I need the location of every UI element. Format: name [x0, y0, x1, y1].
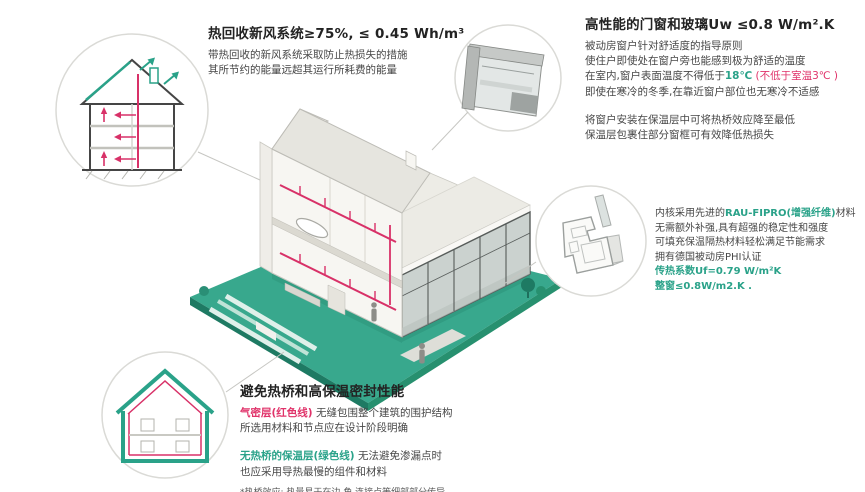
profile-desc-line2: 无需额外补强,具有超强的稳定性和强度	[655, 222, 829, 234]
person-inside	[371, 302, 377, 308]
section-windows-glazing: 高性能的门窗和玻璃Uw ≤0.8 W/m².K 被动房窗户针对舒适度的指导原则 …	[585, 13, 863, 143]
thermal-desc-line4: 也应采用导热最慢的组件和材料	[240, 465, 387, 478]
window-corner-illustration	[454, 24, 562, 132]
ventilation-ducts	[279, 184, 397, 311]
kitchen-counter	[284, 282, 321, 308]
chimney	[405, 150, 417, 171]
window-temp-note: (不低于室温3℃ )	[752, 70, 839, 83]
profile-uf-value: 传热系数Uf=0.79 W/m²K	[655, 266, 782, 277]
thermal-desc-line2: 所选用材料和节点应在设计阶段明确	[240, 422, 408, 435]
ground-hatch	[85, 170, 165, 180]
thermal-bridge-illustration	[101, 351, 229, 479]
window-corner-detail	[461, 43, 545, 117]
hrv-title: 热回收新风系统≥75%, ≤ 0.45 Wh/m³	[208, 26, 465, 42]
window-desc-line5: 将窗户安装在保温层中可将热桥效应降至最低	[585, 113, 795, 126]
airtight-layer-label: 气密层(红色线)	[240, 407, 313, 419]
profile-desc-line3: 可填充保温隔热材料轻松满足节能需求	[655, 237, 825, 248]
bush	[199, 286, 209, 296]
bush	[536, 286, 546, 296]
bathtub	[295, 217, 329, 239]
profile-desc-line4: 拥有德国被动房PHI认证	[655, 251, 762, 263]
duct-and-airflow-arrows	[100, 57, 179, 168]
window-temp-value: 18℃	[724, 70, 753, 83]
hrv-desc-line2: 其所节约的能量远超其运行所耗费的能量	[208, 64, 397, 77]
glass-pane	[594, 194, 612, 228]
window-title: 高性能的门窗和玻璃Uw ≤0.8 W/m².K	[585, 17, 835, 33]
thermal-title: 避免热桥和高保温密封性能	[240, 384, 405, 400]
profile-material-pre: 内核采用先进的	[655, 208, 725, 219]
window-desc-line3: 在室内,窗户表面温度不得低于18℃ (不低于室温3℃ )	[585, 69, 863, 84]
window-desc-line2: 使住户即使处在窗户旁也能感到极为舒适的温度	[585, 55, 806, 68]
window-desc-line1: 被动房窗户针对舒适度的指导原则	[585, 40, 743, 52]
window-profile-section	[562, 194, 624, 274]
cabinet	[327, 284, 346, 316]
profile-desc-line1: 内核采用先进的RAU-FIPRO(增强纤维)材料	[655, 207, 865, 222]
window-profile-illustration	[535, 185, 647, 297]
window-desc-line4: 即使在寒冷的冬季,在靠近窗户部位也无寒冷不适感	[585, 85, 820, 98]
house-cutaway	[259, 108, 531, 339]
hrv-illustration	[55, 33, 209, 187]
pitched-roof	[271, 108, 431, 214]
airtight-layer-desc: 无缝包围整个建筑的围护结构	[312, 407, 453, 419]
hrv-desc-line1: 带热回收的新风系统采取防止热损失的措施	[208, 49, 408, 61]
main-house-illustration	[190, 108, 562, 411]
airtight-layer-red-line	[127, 379, 203, 415]
profile-material-post: 材料	[835, 208, 856, 219]
thermal-footnote: *热桥效应: 热量易于在边,角,连接点等细部部分传导	[240, 487, 570, 492]
thermal-insulation-line: 无热桥的保温层(绿色线) 无法避免渗漏点时	[240, 449, 570, 464]
window-temp-pre: 在室内,窗户表面温度不得低于	[585, 70, 725, 83]
profile-material-name: RAU-FIPRO(增强纤维)	[725, 208, 836, 219]
insulation-layer-label: 无热桥的保温层(绿色线)	[240, 450, 355, 463]
section-thermal-bridge: 避免热桥和高保温密封性能 气密层(红色线) 无缝包围整个建筑的围护结构 所选用材…	[240, 380, 570, 492]
section-hrv-ventilation: 热回收新风系统≥75%, ≤ 0.45 Wh/m³ 带热回收的新风系统采取防止热…	[208, 22, 478, 78]
insulation-layer-green-line	[115, 368, 215, 415]
interior-cutaway	[271, 148, 403, 338]
thermal-airtight-line: 气密层(红色线) 无缝包围整个建筑的围护结构	[240, 406, 570, 421]
person-outside	[419, 343, 425, 349]
insulated-house-section	[115, 368, 215, 463]
hrv-house-section	[79, 57, 185, 180]
window-desc-line6: 保温层包裹住部分窗框可有效降低热损失	[585, 129, 774, 142]
section-frame-profile: 内核采用先进的RAU-FIPRO(增强纤维)材料 无需额外补强,具有超强的稳定性…	[655, 207, 865, 294]
insulation-layer-desc: 无法避免渗漏点时	[354, 450, 442, 463]
profile-uw-value: 整窗≤0.8W/m2.K .	[655, 280, 752, 292]
